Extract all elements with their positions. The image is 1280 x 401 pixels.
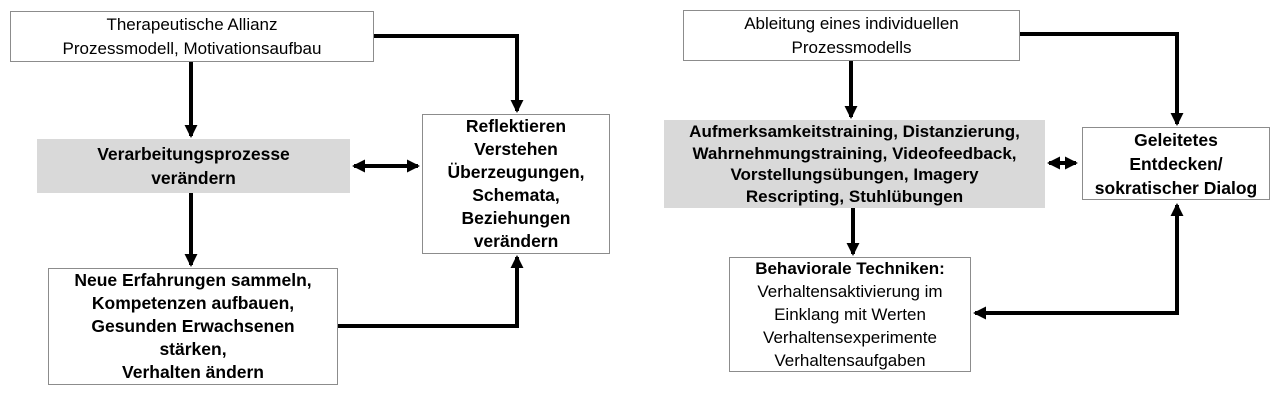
box-line: Verhaltensaufgaben xyxy=(774,351,926,370)
box-line: Therapeutische Allianz xyxy=(106,14,278,34)
box-line: Verarbeitungsprozesse xyxy=(97,144,290,164)
therapeutic-alliance-box: Therapeutische Allianz Prozessmodell, Mo… xyxy=(10,11,374,62)
box-line: Überzeugungen, xyxy=(447,162,585,182)
arrow-experience-to-reflect xyxy=(338,255,524,328)
box-line: stärken, xyxy=(159,339,227,359)
box-line: Einklang mit Werten xyxy=(774,305,926,324)
behavioral-techniques-box: Behaviorale Techniken: Verhaltensaktivie… xyxy=(729,257,971,372)
box-line: Schemata, xyxy=(472,185,560,205)
box-line: Geleitetes xyxy=(1134,129,1218,150)
arrow-dialog-behavioral-bidirectional xyxy=(973,203,1184,320)
cognitive-techniques-box: Aufmerksamkeitstraining, Distanzierung, … xyxy=(664,120,1045,208)
box-line: Prozessmodells xyxy=(791,37,912,57)
reflect-understand-box: Reflektieren Verstehen Überzeugungen, Sc… xyxy=(422,114,610,254)
box-line: verändern xyxy=(151,168,236,188)
guided-discovery-box: Geleitetes Entdecken/ sokratischer Dialo… xyxy=(1082,127,1270,200)
box-line: Vorstellungsübungen, Imagery xyxy=(730,165,979,184)
processing-change-box: Verarbeitungsprozesse verändern xyxy=(37,139,350,193)
box-line: Gesunden Erwachsenen xyxy=(91,316,295,336)
box-line: Verhaltensaktivierung im xyxy=(757,282,943,301)
box-line: Verstehen xyxy=(474,139,558,159)
box-line: Reflektieren xyxy=(465,116,567,136)
box-line: Verhaltensexperimente xyxy=(763,328,937,347)
box-line: Wahrnehmungstraining, Videofeedback, xyxy=(692,143,1017,163)
arrow-alliance-to-reflect xyxy=(374,34,524,113)
box-line: Verhalten ändern xyxy=(122,362,264,382)
box-line: Neue Erfahrungen sammeln, xyxy=(74,270,312,290)
individual-process-model-box: Ableitung eines individuellen Prozessmod… xyxy=(683,10,1020,61)
arrow-derivation-to-dialog xyxy=(1020,32,1184,126)
box-line: Beziehungen xyxy=(461,208,571,228)
box-line: Rescripting, Stuhlübungen xyxy=(745,186,964,206)
box-line: Kompetenzen aufbauen, xyxy=(91,293,295,313)
box-line: Aufmerksamkeitstraining, Distanzierung, xyxy=(689,122,1020,141)
box-line: Entdecken/ xyxy=(1129,153,1223,174)
box-line: Prozessmodell, Motivationsaufbau xyxy=(62,38,322,58)
box-line: Ableitung eines individuellen xyxy=(744,13,959,33)
box-heading: Behaviorale Techniken: xyxy=(755,259,945,278)
new-experiences-box: Neue Erfahrungen sammeln, Kompetenzen au… xyxy=(48,268,338,385)
box-line: sokratischer Dialog xyxy=(1094,177,1258,198)
box-line: verändern xyxy=(473,231,559,251)
